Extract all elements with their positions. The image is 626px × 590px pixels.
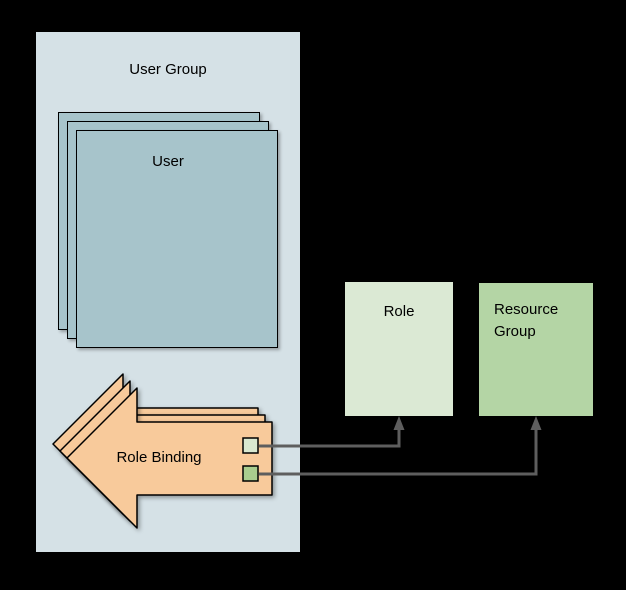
connector-to-role-arrowhead [393, 416, 405, 430]
role-label: Role [383, 303, 415, 320]
user-label: User [152, 153, 184, 170]
resource-group-label: Resource Group [494, 301, 559, 340]
connector-to-resource-group [259, 429, 538, 476]
role-node [345, 282, 453, 416]
user-group-label: User Group [129, 61, 207, 78]
role-binding-label: Role Binding [116, 449, 202, 466]
resource-group-node [479, 283, 593, 416]
user-node-front [76, 130, 278, 348]
connector-to-resource-group-arrowhead [530, 416, 542, 430]
